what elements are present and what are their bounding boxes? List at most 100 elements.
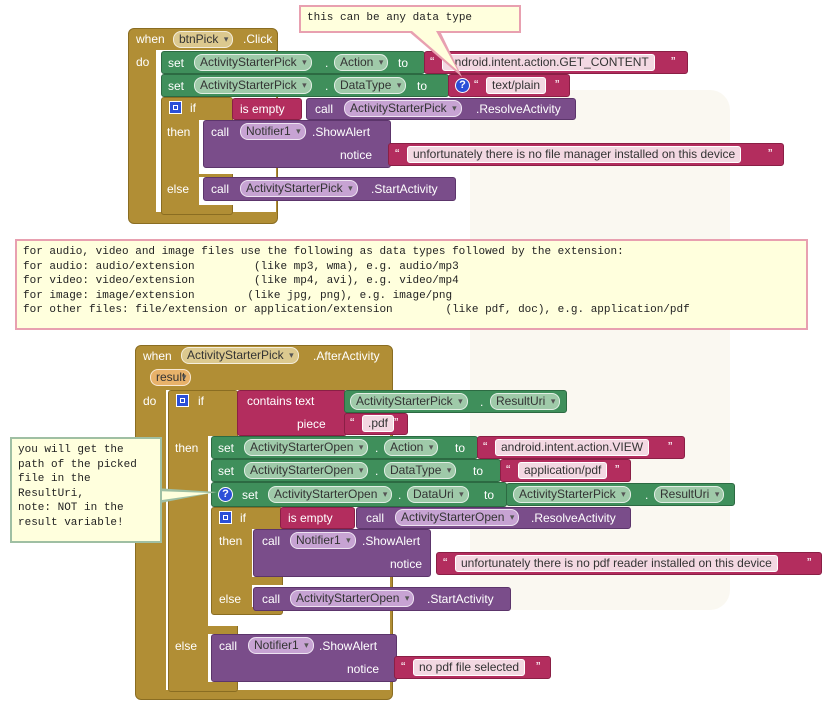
contains-text-block[interactable] bbox=[237, 390, 347, 436]
to-label: to bbox=[398, 56, 409, 70]
comment-line: for video: video/extension (like mp4, av… bbox=[23, 275, 459, 287]
close-quote: ” bbox=[536, 659, 541, 674]
to-label: to bbox=[484, 488, 495, 502]
then-label: then bbox=[167, 125, 191, 139]
comment-line: path of the picked bbox=[18, 458, 137, 471]
text-value[interactable]: application/pdf bbox=[518, 462, 608, 479]
comment-line: ResultUri, bbox=[18, 487, 85, 500]
else-label: else bbox=[175, 639, 198, 653]
comment-data-types[interactable]: for audio, video and image files use the… bbox=[15, 239, 808, 330]
method-name: .ShowAlert bbox=[362, 534, 421, 548]
when-label: when bbox=[136, 32, 165, 46]
property-dropdown[interactable]: ResultUri bbox=[490, 393, 561, 410]
dot: . bbox=[375, 464, 379, 478]
set-label: set bbox=[168, 79, 185, 93]
component-dropdown[interactable]: ActivityStarterOpen bbox=[244, 439, 369, 456]
text-value[interactable]: unfortunately there is no file manager i… bbox=[407, 146, 742, 163]
call-label: call bbox=[219, 639, 238, 653]
dot: . bbox=[645, 488, 649, 502]
piece-label: piece bbox=[297, 417, 326, 431]
component-dropdown[interactable]: Notifier1 bbox=[290, 532, 356, 549]
component-dropdown[interactable]: ActivityStarterPick bbox=[350, 393, 468, 410]
comment-line: result variable! bbox=[18, 516, 124, 529]
component-dropdown[interactable]: Notifier1 bbox=[240, 123, 306, 140]
open-quote: “ bbox=[395, 146, 400, 161]
when-label: when bbox=[143, 349, 172, 363]
property-dropdown[interactable]: Action bbox=[334, 54, 389, 71]
help-icon[interactable]: ? bbox=[218, 487, 233, 502]
component-dropdown[interactable]: ActivityStarterPick bbox=[344, 100, 462, 117]
text-value[interactable]: .pdf bbox=[362, 415, 395, 432]
property-dropdown[interactable]: ResultUri bbox=[654, 486, 725, 503]
contains-text-label: contains text bbox=[247, 394, 315, 408]
property-dropdown[interactable]: DataType bbox=[334, 77, 407, 94]
notice-label: notice bbox=[390, 557, 423, 571]
property-dropdown[interactable]: DataUri bbox=[407, 486, 469, 503]
comment-bubble-datatype[interactable]: this can be any data type bbox=[299, 5, 521, 33]
text-value[interactable]: android.intent.action.GET_CONTENT bbox=[442, 54, 655, 71]
open-quote: “ bbox=[483, 439, 488, 454]
open-quote: “ bbox=[474, 77, 479, 92]
text-value[interactable]: text/plain bbox=[486, 77, 547, 94]
notifier-showalert-call[interactable] bbox=[253, 529, 431, 577]
comment-line: you will get the bbox=[18, 444, 124, 456]
text-value[interactable]: unfortunately there is no pdf reader ins… bbox=[455, 555, 778, 572]
close-quote: ” bbox=[768, 146, 773, 161]
component-dropdown[interactable]: Notifier1 bbox=[248, 637, 314, 654]
component-dropdown[interactable]: ActivityStarterPick bbox=[194, 77, 312, 94]
background-watermark bbox=[470, 90, 730, 610]
open-quote: “ bbox=[430, 54, 435, 69]
mutator-icon[interactable] bbox=[169, 101, 182, 114]
component-dropdown[interactable]: ActivityStarterOpen bbox=[395, 509, 520, 526]
if-label: if bbox=[240, 511, 246, 525]
component-dropdown[interactable]: ActivityStarterPick bbox=[194, 54, 312, 71]
component-dropdown[interactable]: ActivityStarterPick bbox=[240, 180, 358, 197]
is-empty-block[interactable] bbox=[232, 98, 302, 120]
mutator-icon[interactable] bbox=[219, 511, 232, 524]
component-dropdown[interactable]: ActivityStarterOpen bbox=[244, 462, 369, 479]
close-quote: ” bbox=[394, 415, 399, 430]
method-name: .ShowAlert bbox=[319, 639, 378, 653]
set-label: set bbox=[242, 488, 259, 502]
help-icon[interactable]: ? bbox=[455, 78, 470, 93]
then-label: then bbox=[219, 534, 243, 548]
set-label: set bbox=[168, 56, 185, 70]
open-quote: “ bbox=[350, 415, 355, 430]
close-quote: ” bbox=[671, 54, 676, 69]
component-dropdown[interactable]: ActivityStarterOpen bbox=[290, 590, 415, 607]
event-name: .Click bbox=[243, 32, 273, 46]
notice-label: notice bbox=[340, 148, 373, 162]
dot: . bbox=[325, 79, 329, 93]
method-name: .ResolveActivity bbox=[476, 102, 561, 116]
comment-line: for audio, video and image files use the… bbox=[23, 246, 624, 258]
call-label: call bbox=[262, 592, 281, 606]
call-label: call bbox=[262, 534, 281, 548]
close-quote: ” bbox=[668, 439, 673, 454]
component-dropdown[interactable]: ActivityStarterPick bbox=[181, 347, 299, 364]
call-label: call bbox=[211, 182, 230, 196]
component-dropdown[interactable]: ActivityStarterOpen bbox=[268, 486, 393, 503]
dot: . bbox=[480, 395, 484, 409]
comment-line: for image: image/extension (like jpg, pn… bbox=[23, 289, 453, 302]
comment-text: this can be any data type bbox=[307, 12, 473, 24]
text-value[interactable]: no pdf file selected bbox=[413, 659, 526, 676]
close-quote: ” bbox=[615, 462, 620, 477]
property-dropdown[interactable]: DataType bbox=[384, 462, 457, 479]
property-dropdown[interactable]: Action bbox=[384, 439, 439, 456]
mutator-icon[interactable] bbox=[176, 394, 189, 407]
dot: . bbox=[398, 488, 402, 502]
is-empty-label: is empty bbox=[288, 511, 333, 525]
result-parameter[interactable]: result bbox=[150, 369, 192, 386]
text-value[interactable]: android.intent.action.VIEW bbox=[495, 439, 650, 456]
is-empty-block[interactable] bbox=[280, 507, 355, 529]
is-empty-label: is empty bbox=[240, 102, 285, 116]
component-dropdown[interactable]: ActivityStarterPick bbox=[513, 486, 631, 503]
if-label: if bbox=[198, 394, 204, 408]
event-name: .AfterActivity bbox=[313, 349, 380, 363]
open-quote: “ bbox=[443, 555, 448, 570]
set-label: set bbox=[218, 464, 235, 478]
component-dropdown[interactable]: btnPick bbox=[173, 31, 234, 48]
to-label: to bbox=[455, 441, 466, 455]
close-quote: ” bbox=[807, 555, 812, 570]
